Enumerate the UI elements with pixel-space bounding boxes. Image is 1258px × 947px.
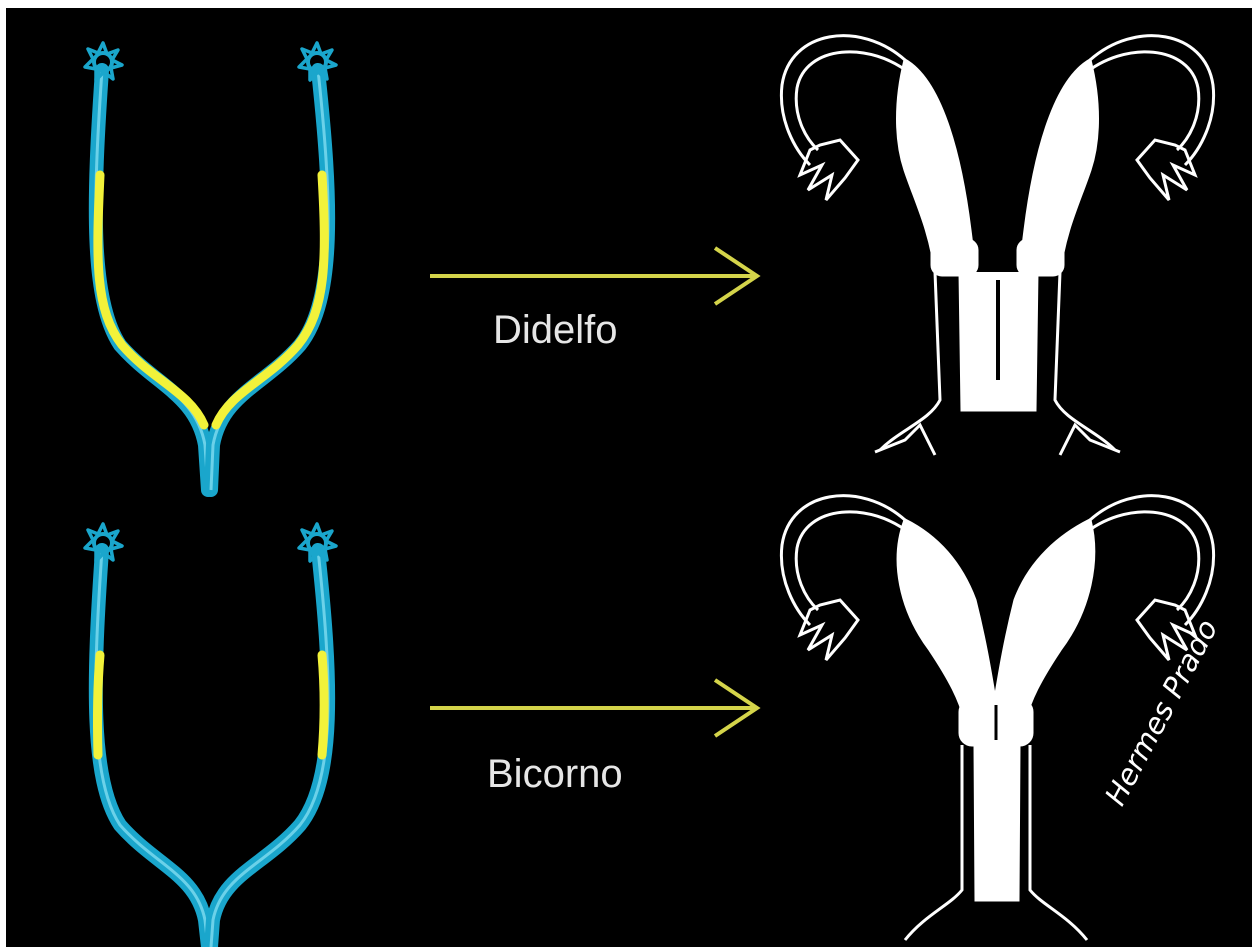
bicorno-label: Bicorno [487,752,623,797]
didelfo-label: Didelfo [493,308,618,353]
